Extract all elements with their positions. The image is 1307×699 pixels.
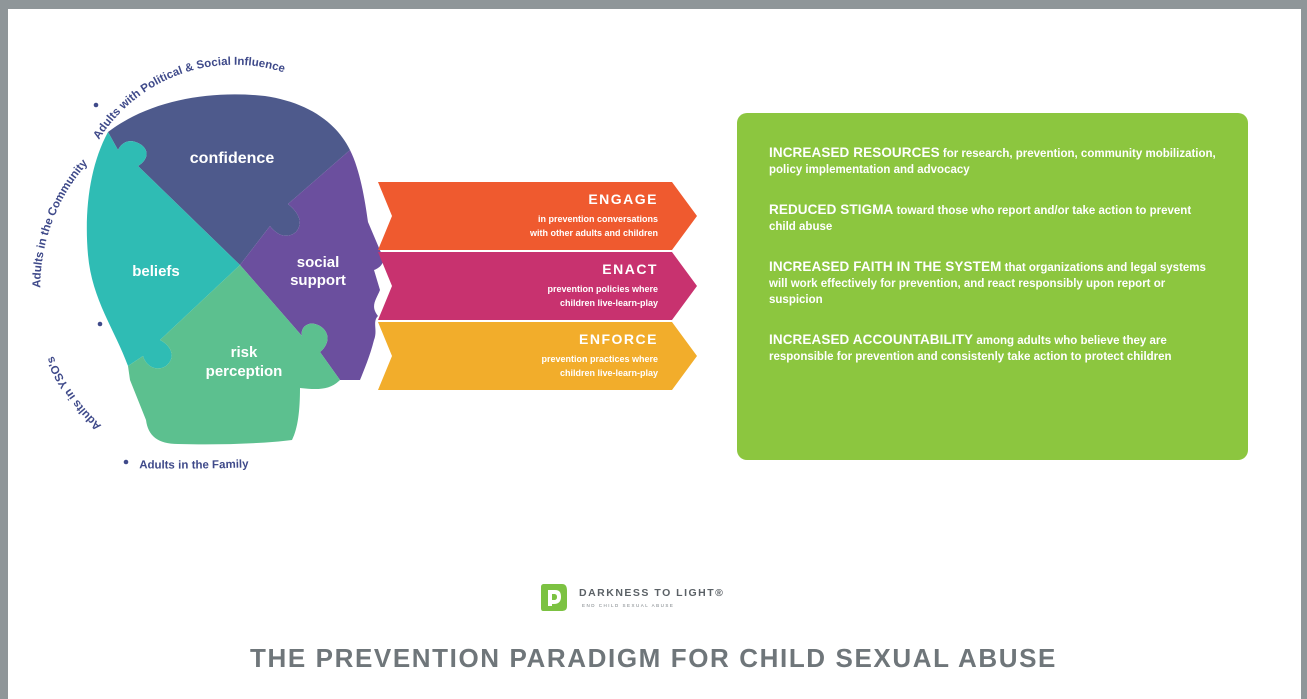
engage-arrow: ENGAGE in prevention conversations with … bbox=[378, 182, 697, 250]
social-label: social bbox=[297, 254, 340, 271]
darkness-to-light-logo: DARKNESS TO LIGHT® END CHILD SEXUAL ABUS… bbox=[540, 582, 800, 616]
outcome-text: that organizations and legal systems wil… bbox=[769, 262, 1206, 306]
enact-arrow: ENACT prevention policies where children… bbox=[378, 252, 697, 320]
perception-label: perception bbox=[206, 363, 283, 380]
outcome-faith: INCREASED FAITH IN THE SYSTEM that organ… bbox=[769, 259, 1218, 308]
logo-icon bbox=[541, 584, 567, 611]
engage-line-1: in prevention conversations bbox=[538, 214, 658, 224]
audience-family-label: Adults in the Family bbox=[139, 458, 249, 471]
confidence-piece bbox=[108, 94, 350, 265]
risk-perception-piece bbox=[128, 265, 340, 445]
poster-title: THE PREVENTION PARADIGM FOR CHILD SEXUAL… bbox=[250, 643, 1057, 673]
audience-community-label: Adults in the Community bbox=[31, 157, 90, 288]
audience-ysos-label: Adults in YSO's bbox=[45, 355, 104, 433]
logo-tagline: END CHILD SEXUAL ABUSE bbox=[582, 603, 675, 608]
enforce-arrow: ENFORCE prevention practices where child… bbox=[378, 322, 697, 390]
enact-arrow-shape bbox=[378, 252, 697, 320]
outcome-accountability: INCREASED ACCOUNTABILITY among adults wh… bbox=[769, 332, 1218, 365]
outcome-resources: INCREASED RESOURCES for research, preven… bbox=[769, 145, 1218, 178]
outcomes-box: INCREASED RESOURCES for research, preven… bbox=[737, 113, 1248, 460]
audience-bullet bbox=[93, 102, 99, 108]
outcome-stigma: REDUCED STIGMA toward those who report a… bbox=[769, 202, 1218, 235]
risk-label: risk bbox=[231, 344, 258, 361]
enact-line-1: prevention policies where bbox=[547, 284, 658, 294]
engage-line-2: with other adults and children bbox=[529, 228, 658, 238]
engage-arrow-shape bbox=[378, 182, 697, 250]
outcome-text: toward those who report and/or take acti… bbox=[769, 205, 1192, 233]
audience-bullet bbox=[97, 321, 103, 327]
enforce-line-1: prevention practices where bbox=[541, 354, 658, 364]
audience-bullet bbox=[123, 459, 129, 465]
beliefs-label: beliefs bbox=[132, 263, 180, 280]
outcome-text: among adults who believe they are respon… bbox=[769, 335, 1172, 363]
enforce-arrow-shape bbox=[378, 322, 697, 390]
enact-title: ENACT bbox=[602, 261, 658, 277]
support-label: support bbox=[290, 272, 346, 289]
logo-name: DARKNESS TO LIGHT® bbox=[579, 587, 725, 599]
social-support-piece bbox=[240, 150, 384, 380]
outcome-heading: REDUCED STIGMA bbox=[769, 202, 894, 217]
confidence-label: confidence bbox=[190, 150, 275, 167]
outcome-text: for research, prevention, community mobi… bbox=[769, 148, 1216, 176]
engage-title: ENGAGE bbox=[588, 191, 658, 207]
outcome-heading: INCREASED FAITH IN THE SYSTEM bbox=[769, 259, 1002, 274]
outcome-heading: INCREASED ACCOUNTABILITY bbox=[769, 332, 974, 347]
beliefs-piece bbox=[86, 132, 240, 369]
enforce-title: ENFORCE bbox=[579, 331, 658, 347]
enact-line-2: children live-learn-play bbox=[560, 298, 658, 308]
outcome-heading: INCREASED RESOURCES bbox=[769, 145, 940, 160]
enforce-line-2: children live-learn-play bbox=[560, 368, 658, 378]
